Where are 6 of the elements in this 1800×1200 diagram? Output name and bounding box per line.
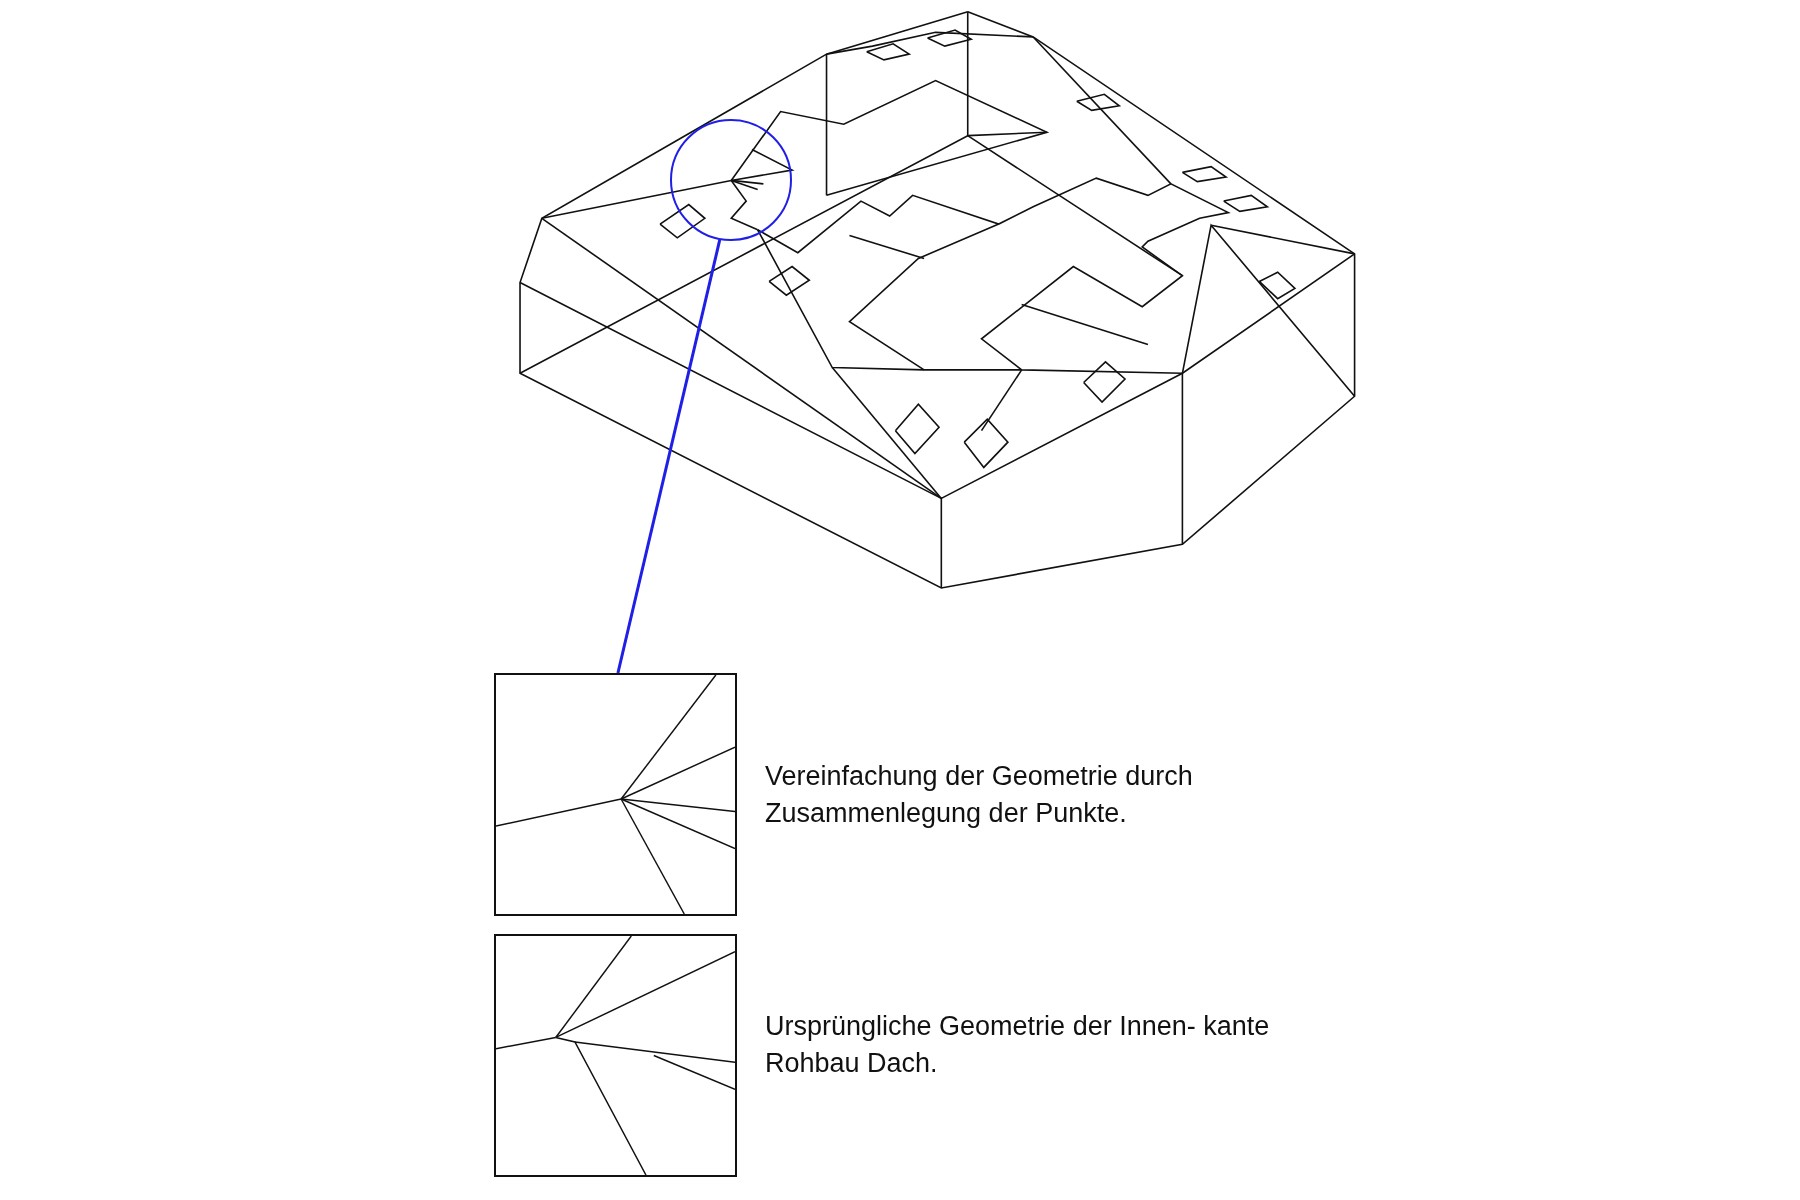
leader-line xyxy=(616,239,722,674)
caption-text: Ursprüngliche Geometrie der Innen- kante Rohbau Dach. xyxy=(765,1010,1271,1080)
detail-drawing xyxy=(494,673,737,916)
caption-text: Vereinfachung der Geometrie durch Zusammenlegung der Punkte. xyxy=(765,760,1194,830)
callout-circle xyxy=(670,119,792,241)
detail-drawing xyxy=(494,934,737,1177)
